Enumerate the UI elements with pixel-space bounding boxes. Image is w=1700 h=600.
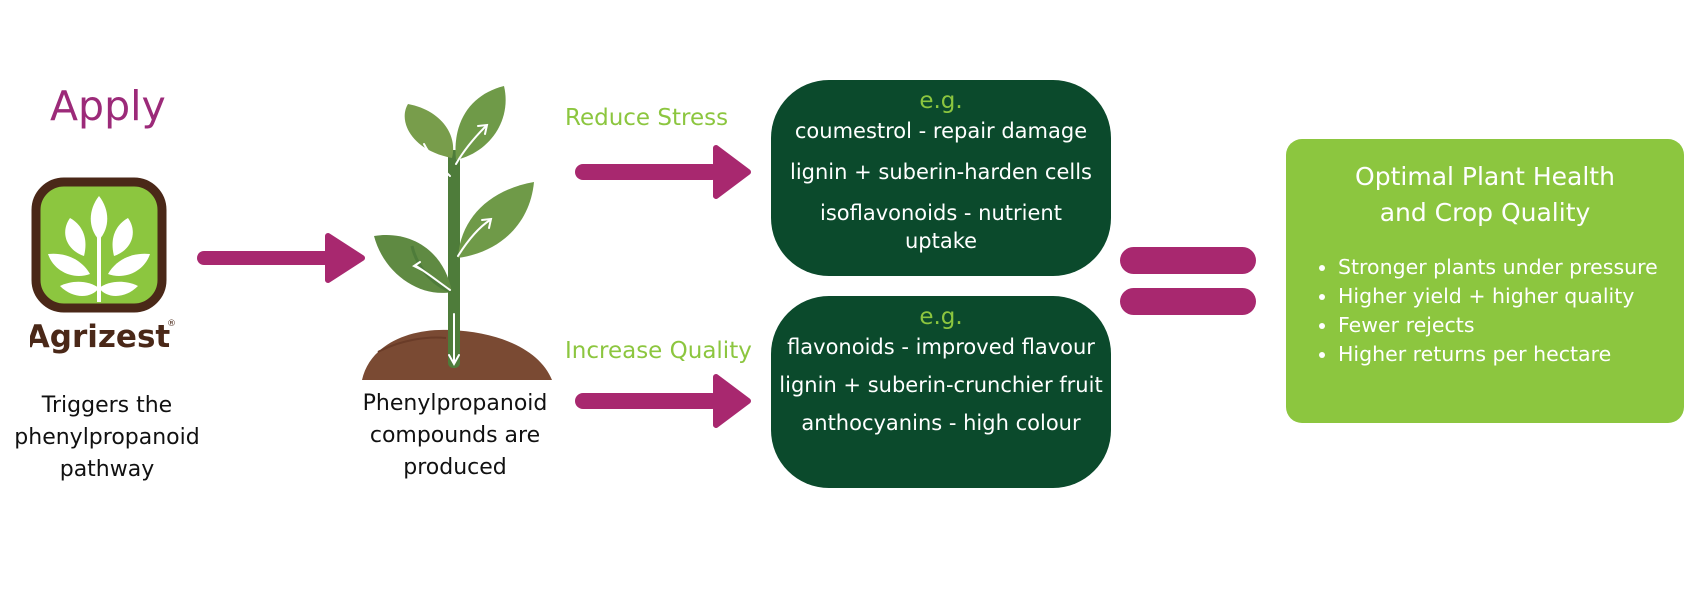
reduce-stress-examples: e.g. coumestrol - repair damage lignin +… [771, 80, 1111, 276]
agrizest-logo: Agrizest ® [26, 176, 195, 366]
example-item: coumestrol - repair damage [794, 119, 1088, 143]
benefit-item: Stronger plants under pressure [1338, 253, 1684, 282]
benefit-item: Fewer rejects [1338, 311, 1684, 340]
eg-label: e.g. [919, 304, 963, 330]
example-item: anthocyanins - high colour [801, 411, 1081, 435]
agrizest-logo-icon: Agrizest ® [26, 177, 176, 355]
result-title-line: Optimal Plant Health [1355, 162, 1615, 191]
arrow-right-icon [197, 233, 365, 283]
increase-quality-examples: e.g. flavonoids - improved flavour ligni… [771, 296, 1111, 488]
apply-title: Apply [50, 82, 166, 130]
increase-quality-label: Increase Quality [565, 338, 752, 364]
example-item: flavonoids - improved flavour [787, 335, 1095, 359]
result-title-line: and Crop Quality [1379, 198, 1591, 227]
logo-brand-text: Agrizest [30, 319, 170, 355]
reduce-stress-label: Reduce Stress [565, 105, 729, 131]
arrow-right-icon [575, 374, 751, 428]
apply-caption: Triggers the phenylpropanoid pathway [14, 393, 200, 482]
example-item: lignin + suberin-crunchier fruit [779, 373, 1103, 397]
example-item: lignin + suberin-harden cells [789, 160, 1092, 184]
benefit-item: Higher returns per hectare [1338, 340, 1684, 369]
equals-icon [1120, 288, 1256, 315]
eg-label: e.g. [919, 88, 963, 114]
benefit-item: Higher yield + higher quality [1338, 282, 1684, 311]
result-title: Optimal Plant Health and Crop Quality [1286, 159, 1684, 231]
arrow-right-icon [575, 145, 751, 199]
example-item: isoflavonoids - nutrient uptake [820, 201, 1062, 253]
plant-caption: Phenylpropanoid compounds are produced [362, 391, 548, 480]
benefits-list: Stronger plants under pressure Higher yi… [1286, 253, 1684, 369]
result-box: Optimal Plant Health and Crop Quality St… [1286, 139, 1684, 423]
plant-illustration-icon [362, 86, 552, 380]
logo-registered-mark: ® [167, 319, 176, 329]
equals-icon [1120, 247, 1256, 274]
